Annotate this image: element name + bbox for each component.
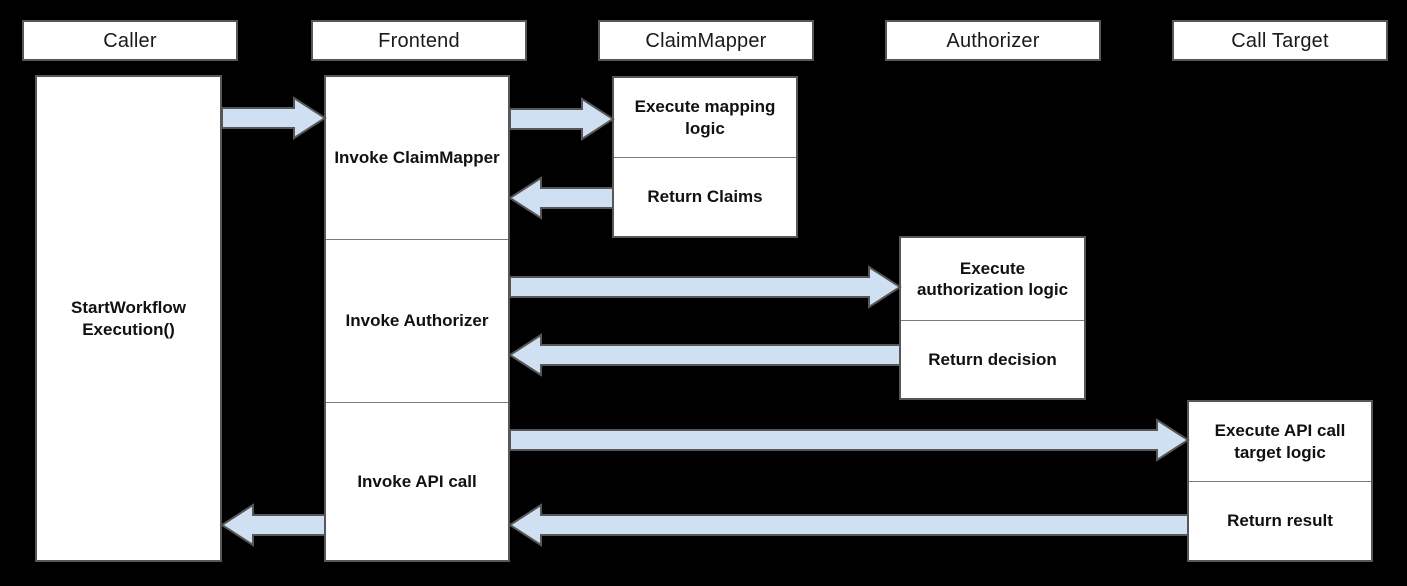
lifeline-section-caller-start-workflow: StartWorkflow Execution() [71, 298, 186, 339]
participant-label-calltarget: Call Target [1231, 29, 1329, 52]
participant-header-calltarget[interactable]: Call Target [1172, 20, 1388, 61]
participant-header-caller[interactable]: Caller [22, 20, 238, 61]
lifeline-section-claimmapper-return-claims: Return Claims [614, 157, 796, 236]
lifeline-frontend[interactable]: Invoke ClaimMapper Invoke Authorizer Inv… [324, 75, 510, 562]
message-arrow-frontend-to-caller[interactable] [220, 503, 326, 547]
lifeline-section-frontend-invoke-api-call: Invoke API call [326, 402, 508, 560]
message-arrow-frontend-to-authorizer[interactable] [509, 265, 902, 309]
lifeline-section-calltarget-execute-api-call-target-logic: Execute API call target logic [1214, 421, 1346, 462]
lifeline-claimmapper[interactable]: Execute mapping logic Return Claims [612, 76, 798, 238]
participant-label-claimmapper: ClaimMapper [645, 29, 767, 52]
lifeline-caller[interactable]: StartWorkflow Execution() [35, 75, 222, 562]
participant-label-caller: Caller [103, 29, 157, 52]
message-arrow-frontend-to-claimmapper[interactable] [509, 97, 615, 141]
lifeline-calltarget[interactable]: Execute API call target logic Return res… [1187, 400, 1373, 562]
lifeline-section-frontend-invoke-claimmapper: Invoke ClaimMapper [334, 148, 500, 168]
participant-header-claimmapper[interactable]: ClaimMapper [598, 20, 814, 61]
participant-label-authorizer: Authorizer [946, 29, 1040, 52]
message-arrow-caller-to-frontend[interactable] [221, 96, 327, 140]
lifeline-authorizer[interactable]: Execute authorization logic Return decis… [899, 236, 1086, 400]
lifeline-section-claimmapper-execute-mapping-logic: Execute mapping logic [634, 97, 776, 138]
participant-header-frontend[interactable]: Frontend [311, 20, 527, 61]
message-arrow-frontend-to-calltarget[interactable] [509, 418, 1190, 462]
message-arrow-authorizer-to-frontend[interactable] [508, 333, 901, 377]
message-arrow-calltarget-to-frontend[interactable] [508, 503, 1189, 547]
lifeline-section-authorizer-return-decision: Return decision [901, 320, 1084, 398]
lifeline-section-frontend-invoke-authorizer: Invoke Authorizer [326, 239, 508, 402]
lifeline-section-calltarget-return-result: Return result [1189, 481, 1371, 560]
lifeline-section-authorizer-execute-authorization-logic: Execute authorization logic [916, 258, 1069, 299]
message-arrow-claimmapper-to-frontend[interactable] [508, 176, 614, 220]
participant-header-authorizer[interactable]: Authorizer [885, 20, 1101, 61]
participant-label-frontend: Frontend [378, 29, 460, 52]
